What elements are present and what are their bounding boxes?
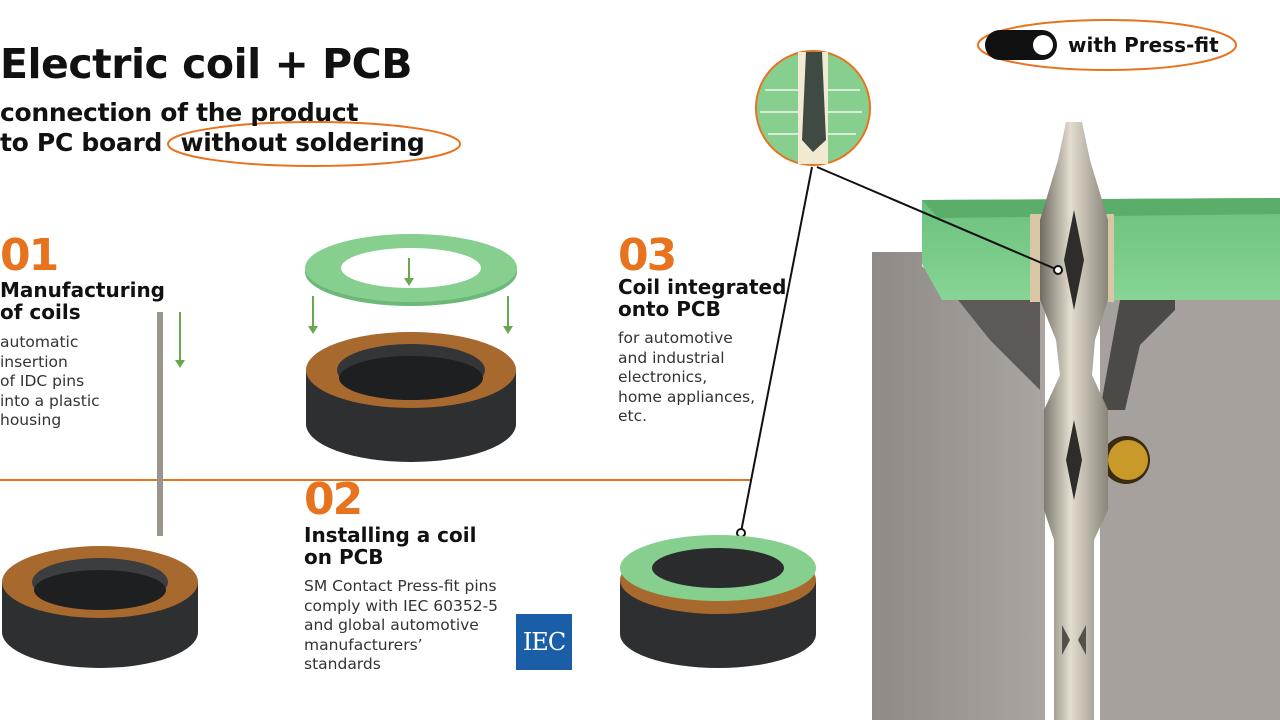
page-subtitle-line2: to PC board without soldering [0, 128, 425, 157]
step-03-body-line: home appliances, [618, 387, 756, 406]
coil-illustration-02 [305, 234, 517, 462]
step-01-body-line: housing [0, 411, 62, 429]
toggle-knob [1033, 35, 1053, 55]
step-02-body: SM Contact Press-fit pins comply with IE… [304, 577, 498, 675]
step-02-body-line: comply with IEC 60352-5 [304, 596, 499, 615]
step-03-body-line: electronics, [618, 368, 708, 386]
step-03-title-line2: onto PCB [618, 297, 721, 321]
step-01-title-line1: Manufacturing [0, 278, 165, 302]
press-fit-toggle[interactable] [985, 30, 1057, 60]
zoom-callout [736, 50, 1063, 538]
page-title: Electric coil + PCB [0, 40, 413, 88]
step-03-body-line: and industrial [618, 348, 725, 367]
page-subtitle-line1: connection of the product [0, 98, 359, 127]
step-03-number: 03 [618, 230, 677, 281]
step-02-title: Installing a coil on PCB [304, 524, 477, 568]
step-03-title-line1: Coil integrated [618, 275, 787, 299]
step-01-body-line: automatic [0, 333, 79, 351]
highlight-ellipse [167, 121, 461, 167]
step-03-body-line: etc. [618, 407, 648, 425]
step-02-number: 02 [304, 474, 363, 525]
step-02-body-line: manufacturers’ [304, 635, 423, 654]
step-02-body-line: SM Contact Press-fit pins [304, 577, 497, 595]
step-01-number: 01 [0, 230, 59, 281]
step-01-body-line: of IDC pins [0, 372, 85, 390]
subtitle-prefix: to PC board [0, 128, 163, 157]
step-02-body-line: standards [304, 655, 381, 673]
toggle-label: with Press-fit [1068, 33, 1219, 57]
cross-section-illustration [872, 122, 1280, 720]
step-03-body-line: for automotive [618, 329, 733, 347]
iec-logo: IEC [516, 614, 572, 670]
step-01-body-line: insertion [0, 352, 68, 371]
step-03-body: for automotive and industrial electronic… [618, 329, 755, 427]
coil-illustration-01 [2, 312, 198, 668]
coil-illustration-03 [620, 535, 816, 668]
step-01-title-line2: of coils [0, 300, 81, 324]
step-02-body-line: and global automotive [304, 616, 479, 634]
step-03-title: Coil integrated onto PCB [618, 276, 786, 320]
step-01-body-line: into a plastic [0, 391, 100, 410]
subtitle-highlight: without soldering [180, 128, 425, 157]
step-02-title-line2: on PCB [304, 545, 384, 569]
toggle-highlight-ellipse [977, 19, 1237, 71]
step-02-title-line1: Installing a coil [304, 523, 477, 547]
step-01-title: Manufacturing of coils [0, 279, 165, 323]
step-01-body: automatic insertion of IDC pins into a p… [0, 333, 100, 431]
